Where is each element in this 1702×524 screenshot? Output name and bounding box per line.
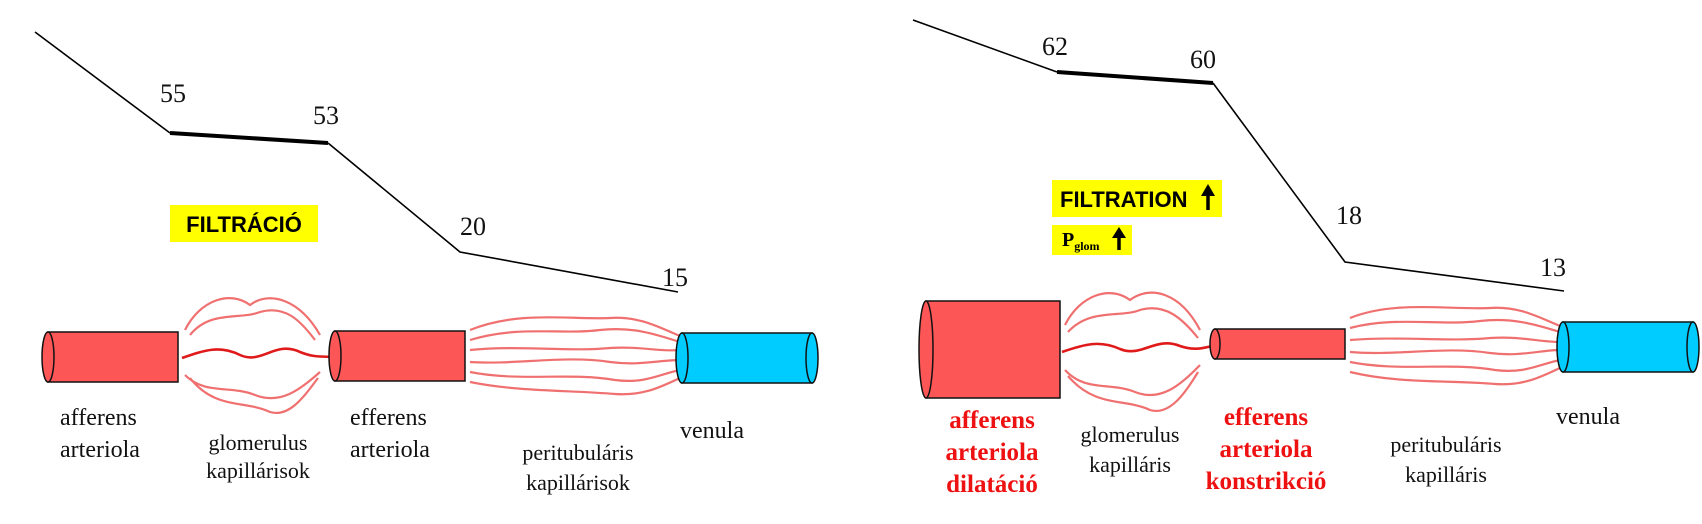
right-label-efferent-1: efferens [1224,404,1308,431]
right-pressure-peritubular: 18 [1336,201,1362,230]
left-label-glomerulus-1: glomerulus [209,430,308,455]
right-afferent-arteriole-dilated [918,300,1061,399]
right-label-venule: venula [1556,404,1620,430]
right-label-afferent-3: dilatáció [946,471,1038,498]
left-label-glomerulus-2: kapillárisok [206,458,310,483]
pglom-label: Pglom [1062,229,1100,253]
left-label-peritubular-2: kapillárisok [526,470,630,495]
left-venule [675,332,819,384]
right-pressure-afferent: 62 [1042,32,1068,61]
right-label-afferent-2: arteriola [945,439,1039,466]
left-panel: 55 53 20 15 FILTRÁCIÓ [34,31,819,495]
pglom-up-arrow-icon [1112,227,1126,250]
left-label-efferent-2: arteriola [350,437,430,463]
right-pressure-glomerulus-end: 60 [1190,45,1216,74]
right-label-peritubular-1: peritubuláris [1390,432,1501,457]
left-filtration-label: FILTRÁCIÓ [186,212,302,237]
right-pressure-venule: 13 [1540,253,1566,282]
left-pressure-profile [34,31,679,293]
right-label-peritubular-2: kapilláris [1405,462,1487,487]
left-label-peritubular-1: peritubuláris [522,440,633,465]
right-label-glomerulus-1: glomerulus [1081,422,1180,447]
left-label-afferent-1: afferens [60,405,137,431]
left-label-venule: venula [680,418,744,444]
left-pressure-glomerulus-end: 53 [313,101,339,130]
right-label-efferent-2: arteriola [1219,436,1313,463]
left-label-efferent-1: efferens [350,405,427,431]
left-efferent-arteriole [328,330,466,382]
right-label-afferent-1: afferens [949,407,1035,434]
right-efferent-arteriole-constricted [1209,328,1346,360]
left-glomerulus-capillaries [181,297,331,415]
right-peritubular-capillaries [1349,305,1561,386]
right-filtration-highlight [1052,180,1222,217]
right-filtration-label: FILTRATION [1060,187,1188,212]
right-pressure-profile [912,19,1565,292]
right-panel: 62 60 18 13 FILTRATION Pglom [912,19,1700,498]
left-afferent-arteriole [41,331,179,383]
left-pressure-peritubular: 20 [460,212,486,241]
left-filtration-highlight [170,205,318,242]
filtration-up-arrow-icon [1201,184,1215,210]
right-venule [1556,321,1700,373]
left-pressure-venule: 15 [662,263,688,292]
left-peritubular-capillaries [469,316,681,396]
left-label-afferent-2: arteriola [60,437,140,463]
right-glomerulus-capillaries [1061,291,1213,413]
right-label-glomerulus-2: kapilláris [1089,452,1171,477]
left-pressure-afferent: 55 [160,79,186,108]
right-label-efferent-3: konstrikció [1206,468,1327,495]
